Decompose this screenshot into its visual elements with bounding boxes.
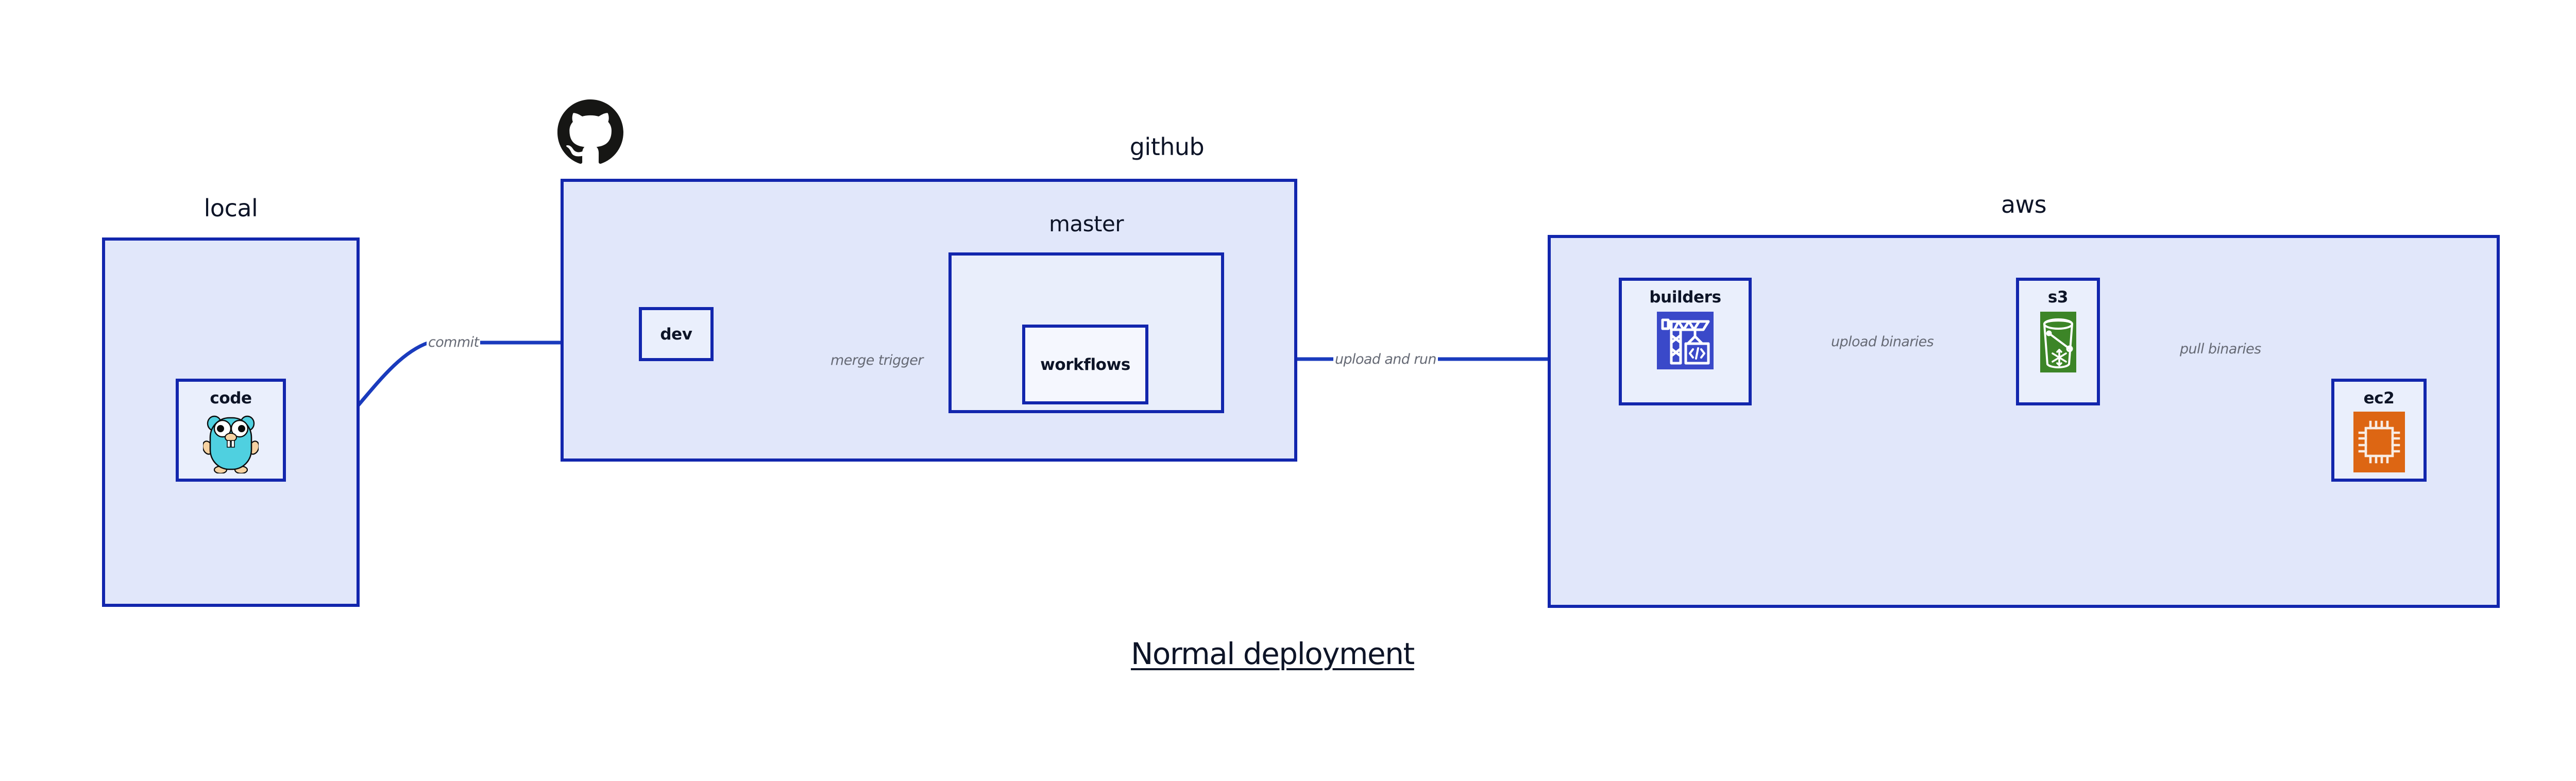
- node-builders[interactable]: builders: [1619, 278, 1752, 405]
- node-s3-label: s3: [2047, 288, 2069, 307]
- group-master-label: master: [1048, 211, 1124, 236]
- edge-label-upload-binaries: upload binaries: [1829, 334, 1936, 349]
- node-workflows-label: workflows: [1040, 355, 1130, 374]
- crane-code-icon: [1657, 312, 1714, 371]
- node-s3[interactable]: s3: [2016, 278, 2100, 405]
- go-gopher-icon: [202, 412, 260, 476]
- group-aws-label: aws: [2001, 191, 2047, 218]
- group-local-label: local: [204, 194, 258, 222]
- group-github-label: github: [1129, 133, 1205, 161]
- group-local: [102, 237, 360, 607]
- node-ec2[interactable]: ec2: [2331, 379, 2427, 482]
- edge-label-upload-and-run: upload and run: [1333, 352, 1438, 367]
- s3-bucket-icon: [2040, 312, 2076, 375]
- ec2-chip-icon: [2353, 412, 2405, 474]
- node-dev[interactable]: dev: [639, 307, 714, 361]
- edge-label-merge-trigger: merge trigger: [829, 353, 925, 368]
- node-builders-label: builders: [1649, 288, 1721, 307]
- edge-label-pull-binaries: pull binaries: [2178, 342, 2263, 356]
- diagram-title: Normal deployment: [1131, 636, 1415, 671]
- node-code-label: code: [210, 389, 252, 408]
- node-ec2-label: ec2: [2363, 389, 2395, 408]
- node-code[interactable]: code: [176, 379, 286, 482]
- node-workflows[interactable]: workflows: [1022, 325, 1148, 404]
- edge-label-commit: commit: [427, 335, 481, 350]
- node-dev-label: dev: [660, 325, 692, 344]
- github-mark-icon: [557, 99, 623, 167]
